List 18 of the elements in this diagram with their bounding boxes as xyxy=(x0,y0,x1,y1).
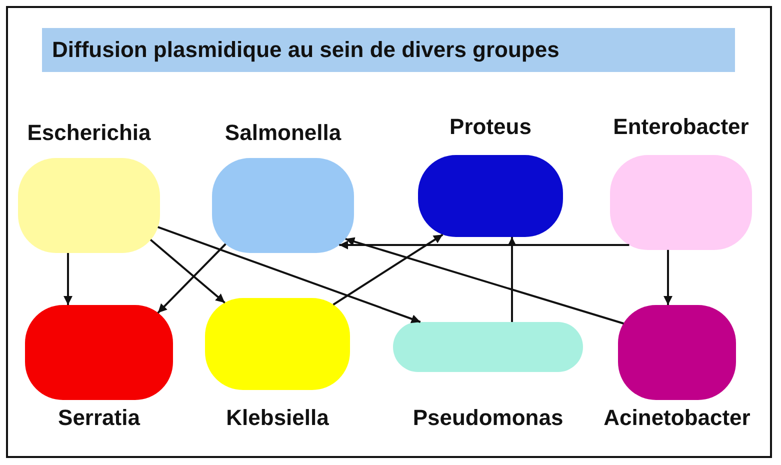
arrow xyxy=(158,226,421,324)
arrow xyxy=(332,234,444,306)
node-name: Salmonella xyxy=(224,120,342,146)
arrow xyxy=(157,243,226,314)
node-name: Klebsiella xyxy=(226,405,329,431)
node-name: Acinetobacter xyxy=(604,405,750,431)
arrow xyxy=(664,250,672,305)
arrow xyxy=(339,240,630,250)
arrow xyxy=(64,253,72,305)
node-name: Escherichia xyxy=(27,120,151,146)
node-name: Proteus xyxy=(450,114,532,140)
arrow xyxy=(345,237,624,324)
node-name: Enterobacter xyxy=(613,114,749,140)
arrow xyxy=(150,239,226,304)
node-name: Pseudomonas xyxy=(412,405,564,431)
node-name: Serratia xyxy=(58,405,140,431)
arrow xyxy=(508,237,516,322)
title-band: Diffusion plasmidique au sein de divers groupes xyxy=(42,28,735,72)
